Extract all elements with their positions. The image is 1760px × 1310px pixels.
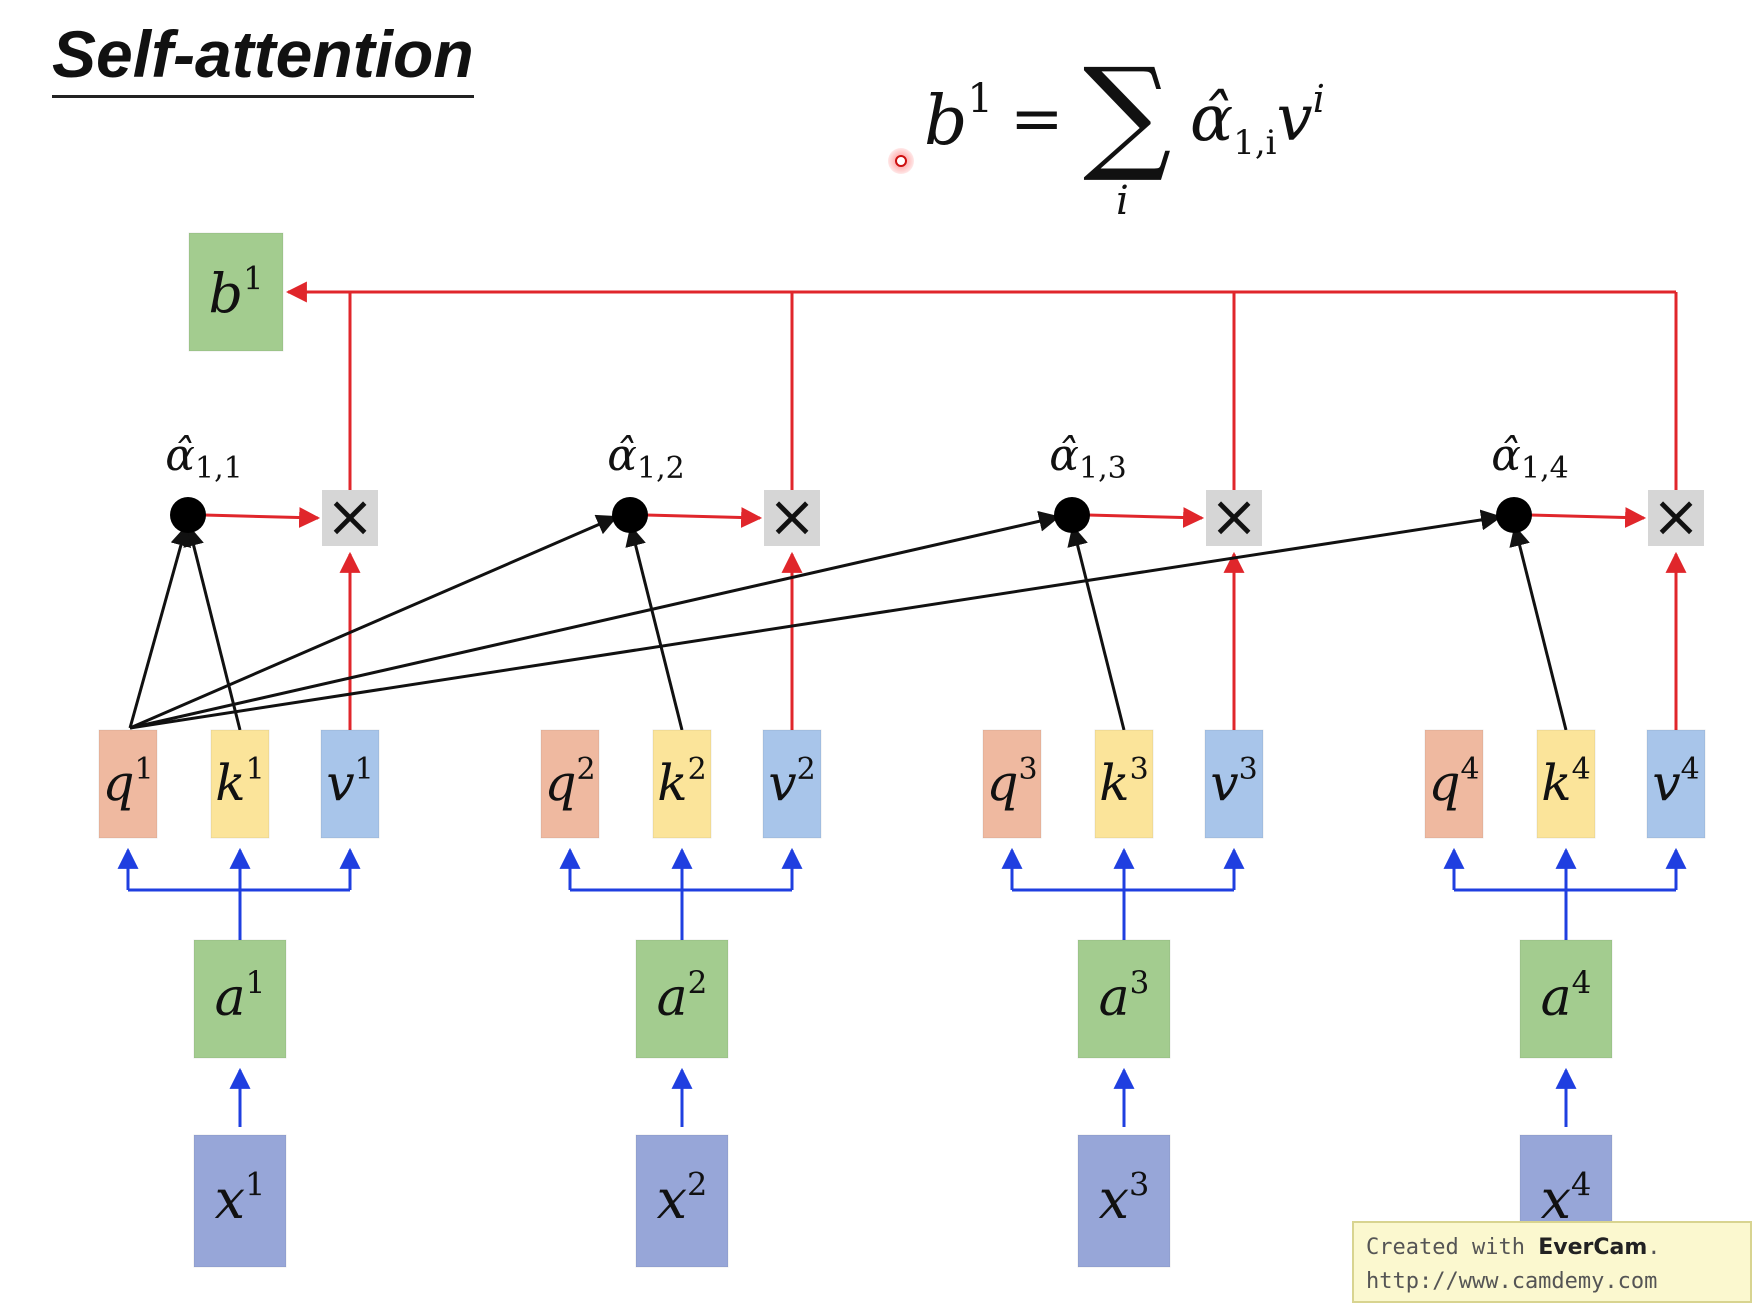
formula-lhs: b1 (924, 76, 993, 161)
edges-layer (117, 281, 1687, 1127)
a-label: a3 (1099, 965, 1150, 1028)
multiply-box (764, 490, 820, 546)
nodes-layer: q1 k1 v1 a1 x1 α̂1,1 × q2 k2 v2 a2 x2 α̂1,2 × q3 k3 v3 a3… (98, 232, 1706, 1268)
key-label: k3 (1099, 752, 1148, 812)
a-label: a1 (215, 965, 266, 1028)
multiply-icon: × (326, 482, 375, 550)
x-label: x4 (1541, 1165, 1592, 1231)
k-to-alpha-arrow (1067, 524, 1126, 731)
alpha-to-multiply-arrow (1529, 507, 1647, 528)
query-label: q2 (544, 752, 595, 812)
x-box (1077, 1134, 1171, 1268)
key-box (652, 729, 712, 839)
x-label: x3 (1099, 1165, 1150, 1231)
alpha-node (612, 497, 648, 533)
sum-symbol: ∑ (1083, 42, 1172, 186)
query-box (982, 729, 1042, 839)
multiply-icon: × (1652, 482, 1701, 550)
alpha-label: α̂1,3 (1049, 430, 1126, 486)
a-box (193, 939, 287, 1059)
query-box (1424, 729, 1484, 839)
a-box (1077, 939, 1171, 1059)
value-box (1646, 729, 1706, 839)
query-box (98, 729, 158, 839)
output-box (188, 232, 284, 352)
key-box (1094, 729, 1154, 839)
alpha-label: α̂1,2 (607, 430, 684, 486)
alpha-label: α̂1,4 (1491, 430, 1568, 486)
query-label: q4 (1428, 752, 1479, 812)
value-box (762, 729, 822, 839)
key-label: k1 (215, 752, 264, 812)
slide-title: Self-attention (52, 18, 474, 98)
alpha-node (1496, 497, 1532, 533)
key-box (1536, 729, 1596, 839)
a-box (1519, 939, 1613, 1059)
q1-to-alpha-arrow (129, 514, 618, 730)
k-to-alpha-arrow (1509, 524, 1568, 731)
x-box (193, 1134, 287, 1268)
alpha-label: α̂1,1 (165, 430, 242, 486)
multiply-box (1206, 490, 1262, 546)
multiply-icon: × (1210, 482, 1259, 550)
multiply-box (322, 490, 378, 546)
formula-equals: = (1010, 82, 1064, 156)
key-label: k2 (657, 752, 706, 812)
value-box (320, 729, 380, 839)
q1-to-alpha-arrow (128, 524, 192, 729)
evercam-watermark: Created with EverCam. http://www.camdemy… (1352, 1221, 1752, 1303)
query-label: q3 (986, 752, 1037, 812)
a-box (635, 939, 729, 1059)
key-box (210, 729, 270, 839)
output-label: b1 (209, 259, 264, 325)
formula: b1 = ∑ i α̂1,ivi (918, 40, 1378, 240)
value-box (1204, 729, 1264, 839)
x-box (635, 1134, 729, 1268)
alpha-to-multiply-arrow (645, 507, 763, 528)
a-label: a4 (1541, 965, 1592, 1028)
k-to-alpha-arrow (625, 524, 684, 731)
alpha-node (1054, 497, 1090, 533)
a-label: a2 (657, 965, 708, 1028)
multiply-icon: × (768, 482, 817, 550)
query-box (540, 729, 600, 839)
x-label: x1 (215, 1165, 266, 1231)
alpha-to-multiply-arrow (1087, 507, 1205, 528)
value-label: v4 (1652, 752, 1699, 812)
cursor-dot-icon (888, 148, 914, 174)
multiply-box (1648, 490, 1704, 546)
k-to-alpha-arrow (183, 524, 242, 731)
value-label: v2 (768, 752, 815, 812)
x-label: x2 (657, 1165, 708, 1231)
value-label: v1 (326, 752, 373, 812)
alpha-to-multiply-arrow (203, 507, 321, 528)
value-label: v3 (1210, 752, 1257, 812)
key-label: k4 (1541, 752, 1590, 812)
q1-to-alpha-arrow (129, 510, 1061, 730)
formula-rhs: α̂1,ivi (1190, 76, 1325, 163)
sum-index: i (1116, 178, 1129, 224)
alpha-node (170, 497, 206, 533)
query-label: q1 (102, 752, 153, 812)
q1-to-alpha-arrow (129, 509, 1503, 730)
